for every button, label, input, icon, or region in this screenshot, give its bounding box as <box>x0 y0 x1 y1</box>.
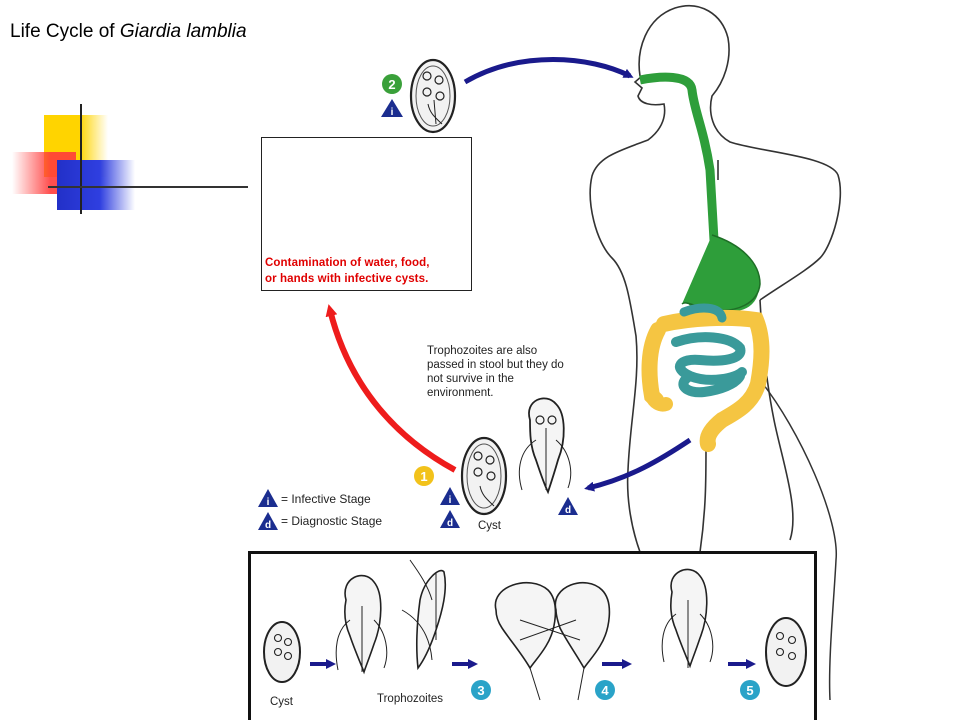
step-3-badge <box>471 680 491 700</box>
decor-vertical-line <box>80 104 82 214</box>
bottom-cyst-left <box>263 621 301 683</box>
infective-badge-middle <box>440 487 460 505</box>
contamination-line-2: or hands with infective cysts. <box>265 273 429 285</box>
step-1-badge <box>414 466 434 486</box>
diagnostic-badge-trophozoite <box>558 497 578 515</box>
title-prefix: Life Cycle of <box>10 21 120 42</box>
title-organism: Giardia lamblia <box>119 21 247 42</box>
cyst-label-bottom: Cyst <box>270 696 293 708</box>
cyst-label-middle: Cyst <box>478 520 501 532</box>
diagnostic-symbol-middle: d <box>447 518 453 529</box>
contamination-line-1: Contamination of water, food, <box>265 257 430 269</box>
legend-infective-symbol: i <box>267 497 270 508</box>
trophozoite-note: Trophozoites are also passed in stool bu… <box>427 345 564 399</box>
contamination-box <box>261 137 472 291</box>
bottom-dividing-trophozoite <box>494 581 611 701</box>
legend-infective-label: = Infective Stage <box>281 492 371 506</box>
cyst-middle <box>460 436 508 516</box>
arm-outline <box>759 379 837 701</box>
cyst-top <box>409 58 457 134</box>
digestive-tract <box>639 72 770 452</box>
bottom-trophozoite-3 <box>661 568 714 669</box>
legend-diagnostic-label: = Diagnostic Stage <box>281 514 383 528</box>
legend-diagnostic-symbol: d <box>265 520 271 531</box>
bottom-trophozoite-1 <box>335 574 388 675</box>
bottom-cyst-right <box>765 617 807 687</box>
replication-panel <box>248 551 817 720</box>
infective-symbol-middle: i <box>449 495 452 506</box>
contamination-arrow <box>325 304 457 473</box>
infective-symbol-top: i <box>391 107 394 118</box>
step-4-number: 4 <box>601 683 609 698</box>
legend-infective-badge <box>258 489 278 507</box>
step-4-badge <box>595 680 615 700</box>
decor-blue-block <box>57 160 135 210</box>
step-2-badge <box>382 74 402 94</box>
diagnostic-symbol-trophozoite: d <box>565 505 571 516</box>
trophozoites-label: Trophozoites <box>377 693 444 705</box>
diagnostic-badge-middle <box>440 510 460 528</box>
contamination-caption: Contamination of water, food, or hands w… <box>265 255 475 287</box>
human-body-outline <box>589 4 842 553</box>
page-title: Life Cycle of Giardia lamblia <box>10 21 247 43</box>
step-1-number: 1 <box>420 469 427 484</box>
step-2-number: 2 <box>388 77 395 92</box>
bottom-trophozoite-2 <box>401 559 447 671</box>
legend-diagnostic-badge <box>258 512 278 530</box>
infective-badge-top <box>381 99 403 117</box>
trophozoite-middle <box>518 397 572 495</box>
step-3-number: 3 <box>477 683 484 698</box>
step-5-badge <box>740 680 760 700</box>
ingestion-arrow <box>463 57 634 85</box>
decor-horizontal-line <box>48 186 248 188</box>
excretion-arrow <box>584 437 692 492</box>
step-5-number: 5 <box>746 683 753 698</box>
